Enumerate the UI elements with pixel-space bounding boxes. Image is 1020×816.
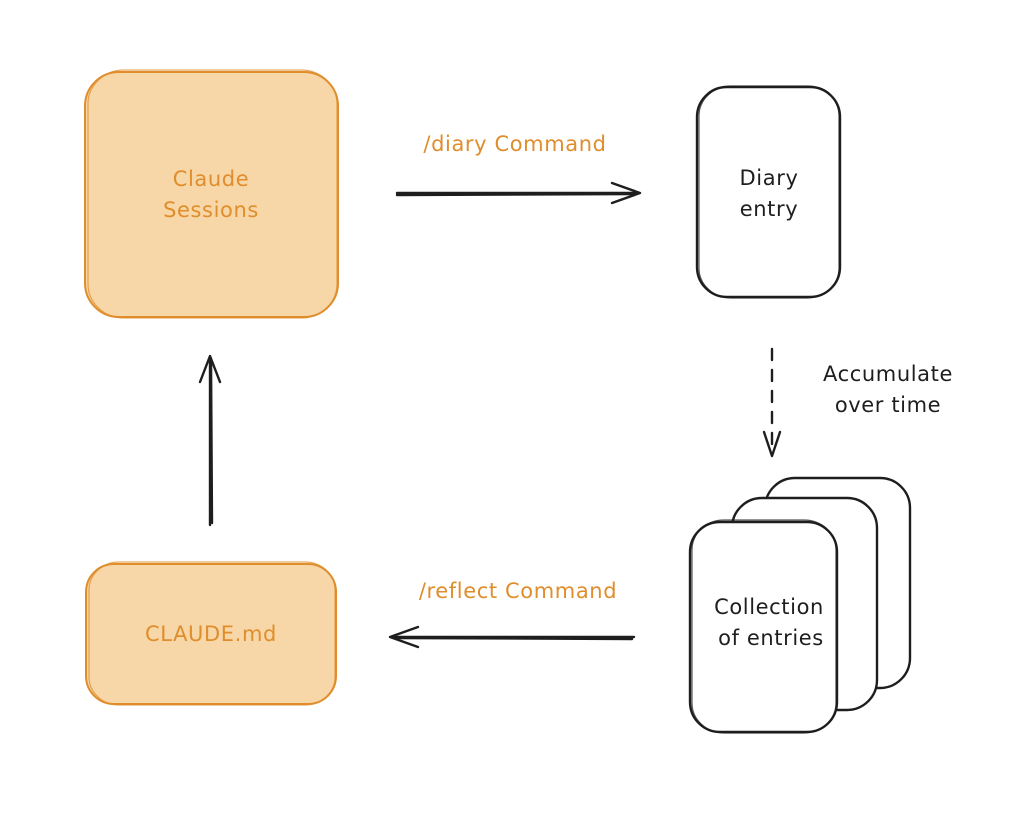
reflect-command-arrow[interactable]: [388, 625, 636, 649]
diary-entry-label-line2: entry: [740, 197, 799, 221]
claude-md-node[interactable]: CLAUDE.md: [85, 561, 337, 706]
claude-sessions-label-line1: Claude: [173, 167, 250, 191]
diary-entry-label-line1: Diary: [740, 166, 799, 190]
claude-sessions-node[interactable]: Claude Sessions: [84, 69, 339, 319]
claude-sessions-label-line2: Sessions: [163, 198, 259, 222]
feedback-arrow[interactable]: [198, 354, 222, 527]
collection-card-front: [688, 520, 839, 734]
diary-command-arrow[interactable]: [395, 181, 642, 205]
collection-label-line2: of entries: [718, 626, 824, 650]
collection-node[interactable]: Collection of entries: [688, 476, 912, 734]
accumulate-label-line1: Accumulate: [823, 362, 953, 386]
diary-command-label: /diary Command: [423, 132, 606, 156]
reflect-command-label: /reflect Command: [419, 579, 617, 603]
diary-entry-node[interactable]: Diary entry: [695, 85, 842, 299]
accumulate-arrow[interactable]: [762, 347, 782, 458]
accumulate-label-line2: over time: [835, 393, 941, 417]
collection-label-line1: Collection: [714, 595, 824, 619]
claude-md-label: CLAUDE.md: [145, 622, 277, 646]
